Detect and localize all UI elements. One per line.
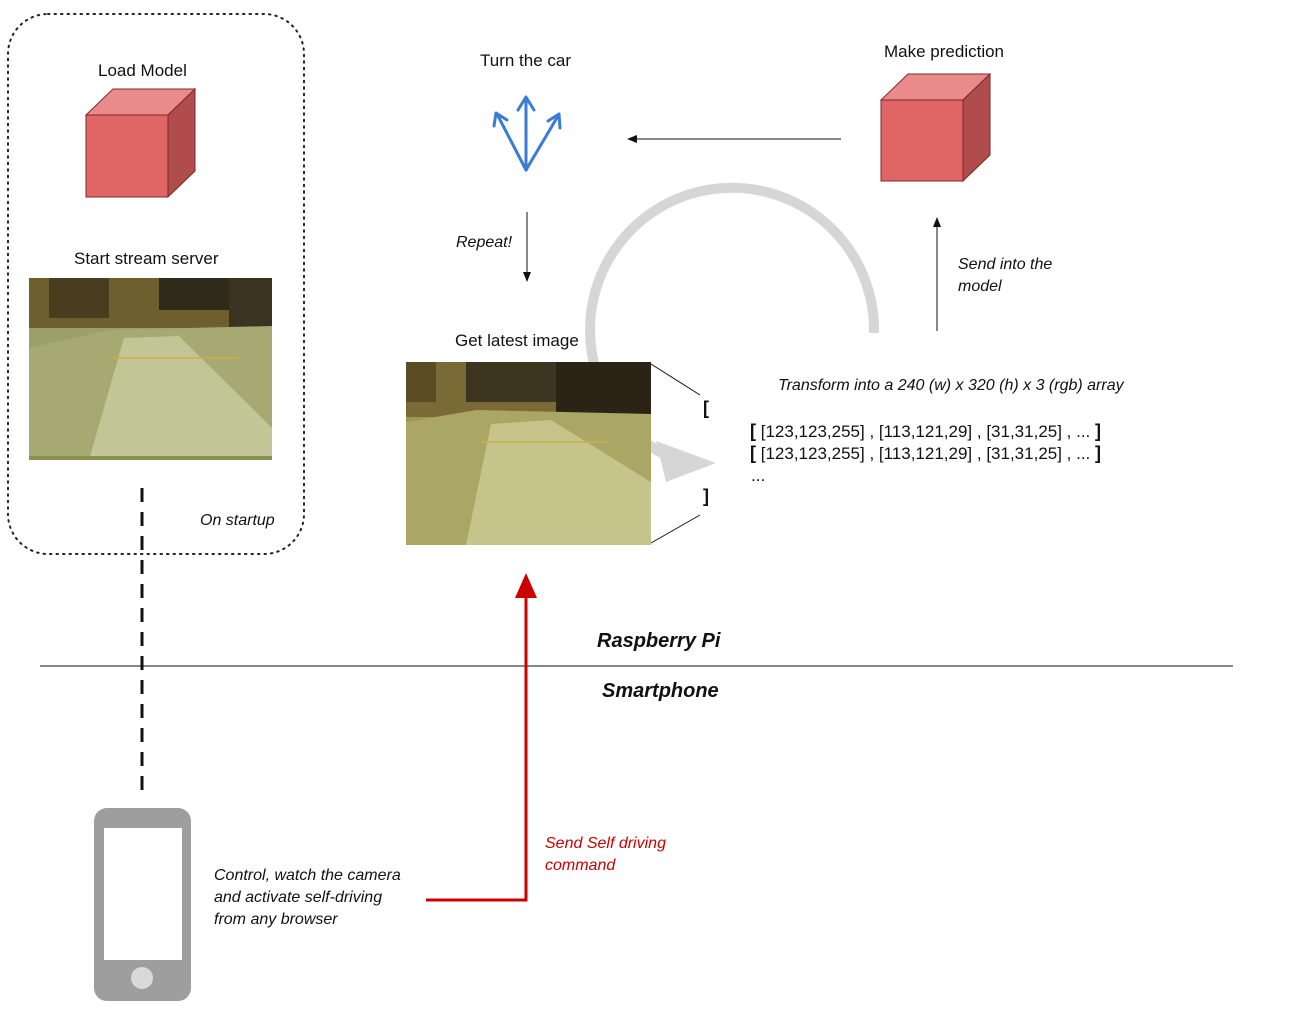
array-row-1: [ [123,123,255] , [113,121,29] , [31,31,… bbox=[750, 421, 1101, 442]
row-open-bracket: [ bbox=[750, 421, 756, 441]
load-model-label: Load Model bbox=[98, 61, 187, 81]
three-way-arrow-icon bbox=[494, 97, 560, 170]
send-into-model-label: Send into the model bbox=[958, 254, 1052, 298]
row-close-bracket: ] bbox=[1095, 421, 1101, 441]
row-close-bracket: ] bbox=[1095, 443, 1101, 463]
row-open-bracket: [ bbox=[750, 443, 756, 463]
command-label: Send Self driving command bbox=[545, 833, 666, 877]
send-into-model-line1: Send into the bbox=[958, 254, 1052, 276]
array-row-values: [123,123,255] , [113,121,29] , [31,31,25… bbox=[761, 422, 1091, 441]
make-prediction-label: Make prediction bbox=[884, 42, 1004, 62]
phone-caption-line1: Control, watch the camera bbox=[214, 865, 401, 887]
send-into-model-line2: model bbox=[958, 276, 1052, 298]
array-row-values: [123,123,255] , [113,121,29] , [31,31,25… bbox=[761, 444, 1091, 463]
repeat-label: Repeat! bbox=[456, 234, 512, 252]
array-outer-close-bracket: ] bbox=[703, 486, 709, 507]
array-ellipsis: ... bbox=[751, 466, 765, 486]
image-to-array-line-bottom bbox=[651, 515, 700, 543]
command-label-line2: command bbox=[545, 855, 666, 877]
transform-label: Transform into a 240 (w) x 320 (h) x 3 (… bbox=[778, 377, 1124, 395]
self-driving-command-arrow bbox=[426, 573, 537, 900]
stream-server-label: Start stream server bbox=[74, 249, 219, 269]
load-model-cube-icon bbox=[86, 89, 195, 197]
array-row-2: [ [123,123,255] , [113,121,29] , [31,31,… bbox=[750, 443, 1101, 464]
latest-camera-frame-image bbox=[406, 362, 651, 545]
get-latest-image-label: Get latest image bbox=[455, 331, 579, 351]
smartphone-icon bbox=[94, 808, 191, 1001]
image-to-array-line-top bbox=[651, 364, 700, 395]
phone-caption-line3: from any browser bbox=[214, 909, 401, 931]
stream-camera-frame-image bbox=[29, 278, 272, 460]
command-label-line1: Send Self driving bbox=[545, 833, 666, 855]
on-startup-label: On startup bbox=[200, 512, 275, 530]
phone-caption: Control, watch the camera and activate s… bbox=[214, 865, 401, 931]
phone-caption-line2: and activate self-driving bbox=[214, 887, 401, 909]
array-outer-open-bracket: [ bbox=[703, 398, 709, 419]
raspberry-pi-zone-label: Raspberry Pi bbox=[597, 630, 720, 653]
turn-car-label: Turn the car bbox=[480, 51, 571, 71]
make-prediction-cube-icon bbox=[881, 74, 990, 181]
smartphone-zone-label: Smartphone bbox=[602, 680, 719, 703]
